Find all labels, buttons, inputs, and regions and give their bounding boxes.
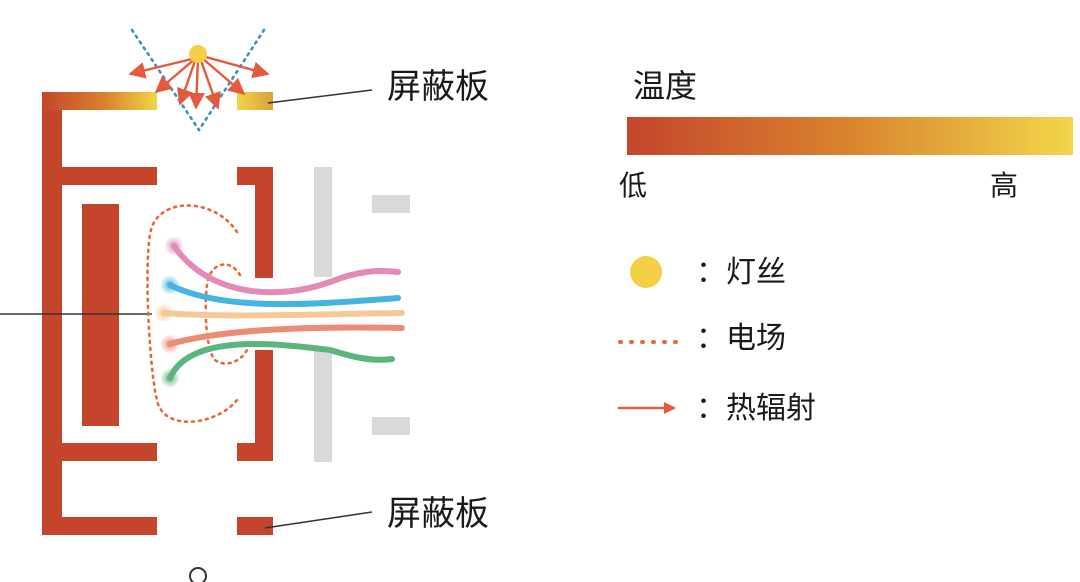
legend-text-electric-field: ：电场 bbox=[696, 321, 786, 356]
small-circle-marker bbox=[189, 567, 207, 582]
legend-item-filament: ：灯丝 bbox=[612, 254, 872, 294]
cathode-cup bbox=[62, 167, 157, 461]
shield-label-top: 屏蔽板 bbox=[387, 67, 489, 107]
gray-grid-electrodes bbox=[314, 167, 410, 462]
temperature-high-label: 高 bbox=[990, 169, 1019, 202]
top-shield-plate bbox=[237, 92, 273, 110]
arrow-legend-icon bbox=[618, 402, 676, 414]
electric-field-lines bbox=[146, 204, 251, 424]
heat-radiation-arrows bbox=[128, 54, 270, 110]
leader-line-top bbox=[267, 89, 373, 104]
filament-legend-icon bbox=[630, 256, 662, 288]
legend-text-heat-radiation: ：热辐射 bbox=[696, 391, 816, 426]
temperature-title: 温度 bbox=[633, 67, 698, 105]
legend-item-heat-radiation: ：热辐射 bbox=[612, 390, 872, 430]
legend-item-electric-field: ：电场 bbox=[612, 320, 872, 360]
focus-electrode bbox=[237, 167, 273, 461]
temperature-gradient-bar bbox=[627, 117, 1073, 155]
beam-emission-points bbox=[154, 236, 184, 388]
filament-dot bbox=[189, 45, 207, 63]
legend-text-filament: ：灯丝 bbox=[696, 255, 786, 290]
leader-line-bottom bbox=[264, 511, 373, 529]
bottom-shield-plate bbox=[237, 517, 273, 535]
temperature-low-label: 低 bbox=[619, 169, 648, 202]
dotted-line-legend-icon bbox=[618, 340, 680, 344]
electron-beams bbox=[161, 243, 405, 381]
radiation-cone bbox=[130, 28, 266, 132]
cathode-block bbox=[82, 204, 119, 426]
shield-label-bottom: 屏蔽板 bbox=[387, 494, 489, 534]
